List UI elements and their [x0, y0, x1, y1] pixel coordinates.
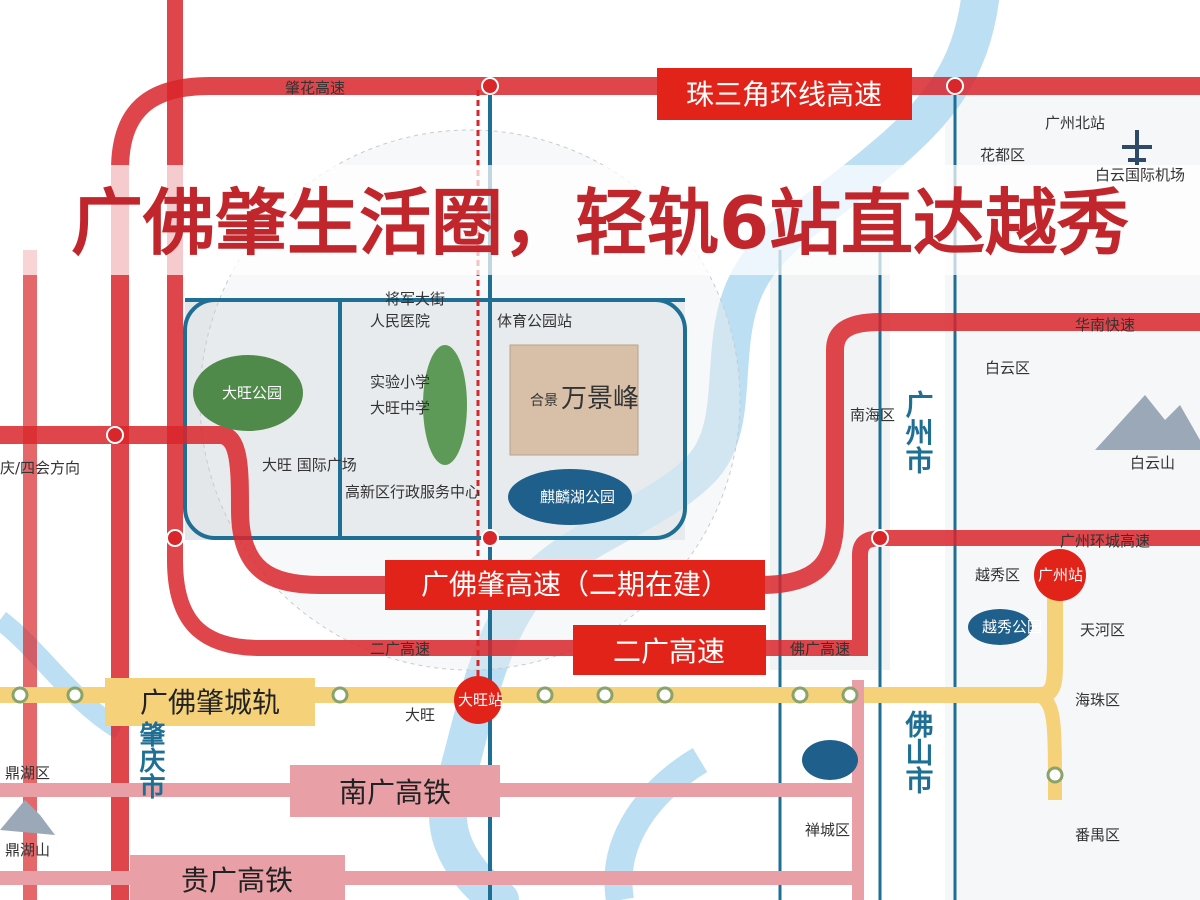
- road-erguang-small: 二广高速: [370, 640, 430, 658]
- poi-dawang-middle: 大旺中学: [370, 399, 430, 417]
- headline: 广佛肇生活圈，轻轨6站直达越秀: [71, 181, 1129, 265]
- dawang-station-marker[interactable]: [454, 676, 502, 724]
- guiguang-label-bg: [130, 855, 345, 900]
- qilinhu-shape: [508, 469, 632, 525]
- pearl-ring-highway: [111, 77, 1200, 900]
- gfz-rail-label: 广佛肇城轨: [140, 686, 280, 719]
- project-name: 万景峰: [561, 384, 639, 414]
- road-qing-sihui: 庆/四会方向: [0, 459, 80, 477]
- yuexiu-park-shape: [968, 609, 1032, 645]
- road-huanan: 华南快速: [1075, 316, 1135, 334]
- district-baiyun: 白云区: [985, 359, 1030, 377]
- headline-band: [0, 165, 1200, 275]
- city-guangzhou: 广州市: [902, 390, 935, 474]
- station-guangzhou: 广州站: [1038, 566, 1083, 584]
- erguang-label-bg: [573, 625, 766, 675]
- guiguang-label: 贵广高铁: [181, 864, 293, 897]
- district-dawang-plaza: 大旺 国际广场: [262, 456, 357, 474]
- park-dawang: 大旺公园: [222, 384, 282, 402]
- pearl-ring-label: 珠三角环线高速: [686, 78, 882, 111]
- station-guangzhou-north: 广州北站: [1045, 114, 1105, 132]
- district-nanhai: 南海区: [850, 406, 895, 424]
- project-box[interactable]: [509, 344, 639, 456]
- park-baiyun-mt: 白云山: [1130, 454, 1175, 472]
- dawang-park-shape: [193, 355, 303, 431]
- poi-hospital: 人民医院: [370, 312, 430, 330]
- district-yuexiu: 越秀区: [975, 566, 1020, 584]
- road-jiangjun: 将军大街: [385, 290, 445, 308]
- road-guangzhou-ring: 广州环城高速: [1060, 532, 1150, 550]
- station-tiyu-park: 体育公园站: [497, 312, 572, 330]
- road-zhaohua: 肇花高速: [285, 79, 345, 97]
- river: [0, 612, 126, 739]
- park-dinghu-mt: 鼎湖山: [5, 841, 50, 859]
- baiyun-mountain-icon: [1095, 395, 1200, 450]
- jiangjunshan-park-shape: [423, 345, 467, 465]
- gfz-rail-label-bg: [105, 678, 315, 726]
- poi-admin: 高新区行政服务中心: [345, 483, 480, 501]
- nanguang-label: 南广高铁: [339, 776, 451, 809]
- poi-airport: 白云国际机场: [1095, 166, 1185, 184]
- park-qilinhu: 麒麟湖公园: [540, 488, 615, 506]
- park-yuexiu: 越秀公园: [982, 618, 1042, 636]
- district-haizhu: 海珠区: [1075, 691, 1120, 709]
- district-tianhe: 天河区: [1080, 621, 1125, 639]
- pearl-ring-label-bg: [657, 68, 912, 120]
- nanguang-label-bg: [290, 765, 500, 817]
- rail-stations: [11, 686, 1064, 784]
- interchanges: [106, 77, 964, 547]
- city-foshan: 佛山市: [902, 710, 935, 794]
- city-zhaoqing: 肇庆市: [135, 721, 165, 799]
- qiandeng-shape: [802, 740, 858, 780]
- airplane-icon: [1122, 130, 1152, 165]
- road-foguang: 佛广高速: [790, 640, 850, 658]
- dinghu-mountain-icon: [0, 800, 55, 835]
- project-brand: 合景: [530, 393, 558, 409]
- station-dawang: 大旺站: [458, 691, 503, 709]
- district-panyu: 番禺区: [1075, 826, 1120, 844]
- district-dawang: 大旺: [405, 706, 435, 724]
- district-chancheng: 禅城区: [805, 821, 850, 839]
- poi-shiyan: 实验小学: [370, 373, 430, 391]
- district-huadu: 花都区: [980, 146, 1025, 164]
- guangzhou-station-marker[interactable]: [1034, 549, 1086, 601]
- gfz-highway-label-bg: [385, 560, 765, 610]
- gfz-highway-label: 广佛肇高速（二期在建）: [421, 568, 729, 601]
- district-dinghu: 鼎湖区: [5, 764, 50, 782]
- erguang-label: 二广高速: [613, 635, 725, 668]
